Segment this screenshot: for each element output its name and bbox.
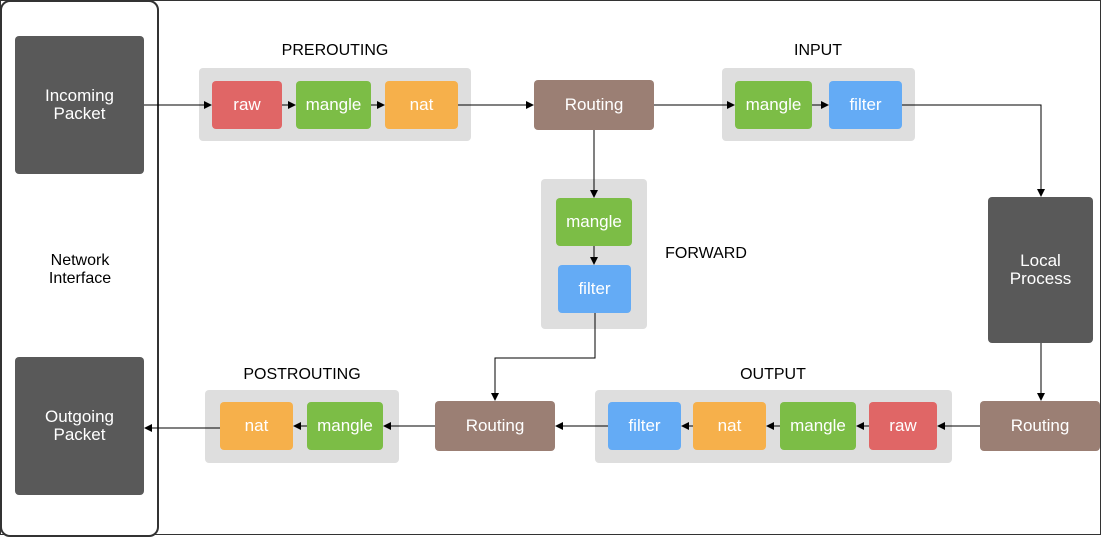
prerouting-title: PREROUTING xyxy=(281,42,389,59)
forward-filter-table: filter xyxy=(558,265,631,313)
input-title: INPUT xyxy=(794,42,842,59)
output-filter-table: filter xyxy=(608,402,681,450)
output-mangle-table: mangle xyxy=(780,402,856,450)
local-process-node: Local Process xyxy=(988,197,1093,343)
network-interface-label: Network Interface xyxy=(48,252,112,287)
arrow-filter-to-local-process xyxy=(902,104,1045,197)
postrouting-mangle-table: mangle xyxy=(307,402,383,450)
output-nat-table: nat xyxy=(693,402,766,450)
forward-title: FORWARD xyxy=(665,245,747,262)
incoming-packet-node: Incoming Packet xyxy=(15,36,144,174)
output-raw-table: raw xyxy=(869,402,937,450)
routing-node-prerouting: Routing xyxy=(534,80,654,130)
postrouting-title: POSTROUTING xyxy=(243,366,361,383)
routing-node-postrouting: Routing xyxy=(435,401,555,451)
routing-node-output: Routing xyxy=(980,401,1100,451)
input-filter-table: filter xyxy=(829,81,902,129)
prerouting-raw-table: raw xyxy=(212,81,282,129)
postrouting-nat-table: nat xyxy=(220,402,293,450)
outgoing-packet-node: Outgoing Packet xyxy=(15,357,144,495)
input-mangle-table: mangle xyxy=(735,81,812,129)
prerouting-mangle-table: mangle xyxy=(296,81,371,129)
arrow-forward-to-routing xyxy=(491,313,596,401)
prerouting-nat-table: nat xyxy=(385,81,458,129)
output-title: OUTPUT xyxy=(740,366,806,383)
forward-mangle-table: mangle xyxy=(556,198,632,246)
